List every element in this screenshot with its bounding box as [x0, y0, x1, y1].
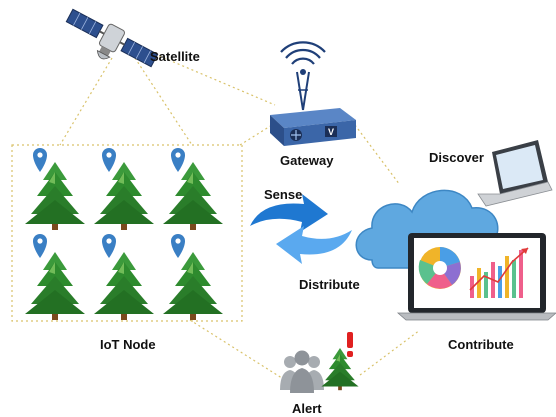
pine-tree-icon [163, 252, 223, 320]
discover-label: Discover [429, 150, 484, 165]
link-satellite-node-left [59, 57, 113, 146]
location-pin-icon [102, 148, 116, 172]
location-pin-icon [102, 234, 116, 258]
alert-label: Alert [292, 401, 322, 416]
alert-exclamation-icon [347, 332, 353, 357]
link-node-alert [189, 319, 286, 381]
location-pin-icon [171, 148, 185, 172]
pine-tree-icon [163, 162, 223, 230]
pine-tree-icon [94, 162, 154, 230]
location-pin-icon [33, 234, 47, 258]
connection-lines [59, 51, 421, 381]
satellite-label: Satellite [150, 49, 200, 64]
sync-arrows-icon [250, 194, 352, 264]
contribute-label: Contribute [448, 337, 514, 352]
location-pin-icon [171, 234, 185, 258]
link-alert-laptop [359, 329, 421, 376]
svg-text:V: V [328, 127, 334, 137]
iot-node-label: IoT Node [100, 337, 156, 352]
iot-node-frame [11, 144, 243, 322]
gateway-label: Gateway [280, 153, 334, 168]
pine-tree-icon [94, 252, 154, 320]
sense-label: Sense [264, 187, 303, 202]
pine-tree-icon [25, 252, 85, 320]
satellite-icon [65, 8, 159, 68]
iot-node-trees [25, 148, 223, 320]
pine-tree-icon [25, 162, 85, 230]
link-satellite-node-right [134, 57, 193, 146]
dashboard-laptop-icon [396, 233, 556, 321]
location-pin-icon [33, 148, 47, 172]
pine-tree-icon [321, 348, 359, 391]
laptop-icon [477, 140, 553, 207]
people-icon [280, 350, 324, 393]
gateway-router-icon: V [270, 41, 356, 146]
link-gateway-cloud [354, 124, 401, 186]
distribute-label: Distribute [299, 277, 360, 292]
